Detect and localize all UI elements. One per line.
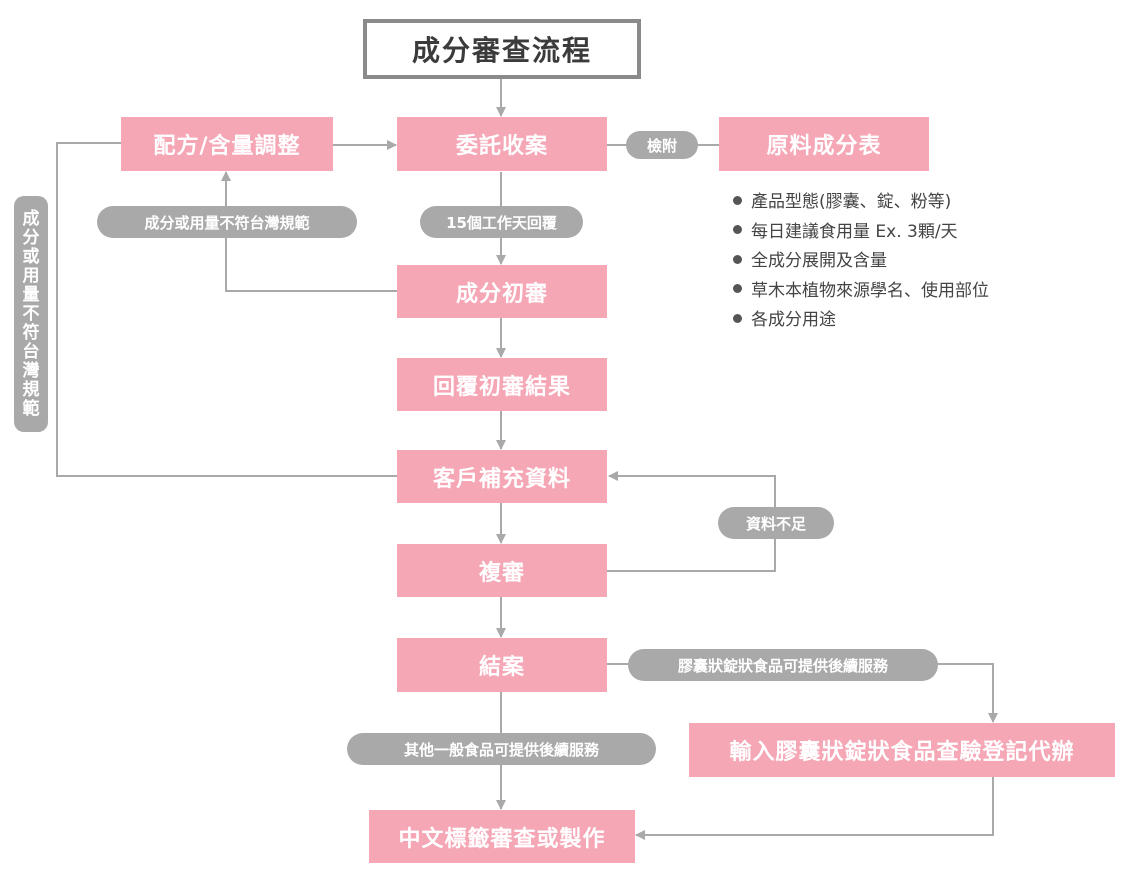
list-item: 每日建議食用量 Ex. 3顆/天	[733, 218, 989, 248]
label-side-not-compliant: 成 分 或 用 量 不 符 台 灣 規 範	[14, 196, 48, 432]
bullet-dot-icon	[733, 225, 742, 234]
bullet-dot-icon	[733, 195, 742, 205]
node-re-review: 複審	[397, 544, 607, 597]
bullet-dot-icon	[733, 313, 742, 323]
node-formula-adjust: 配方/含量調整	[121, 117, 333, 171]
node-close-case: 結案	[397, 638, 607, 692]
node-commission: 委託收案	[397, 117, 607, 171]
ingredient-requirements-list: 產品型態(膠囊、錠、粉等) 每日建議食用量 Ex. 3顆/天 全成分展開及含量 …	[733, 188, 989, 336]
node-initial-review: 成分初審	[397, 265, 607, 318]
node-chinese-label: 中文標籤審查或製作	[369, 810, 635, 863]
bullet-dot-icon	[733, 254, 742, 264]
node-customer-supplement: 客戶補充資料	[397, 450, 607, 503]
list-item: 產品型態(膠囊、錠、粉等)	[733, 188, 989, 218]
list-item: 各成分用途	[733, 306, 989, 336]
node-ingredient-table: 原料成分表	[719, 117, 929, 171]
label-not-compliant: 成分或用量不符台灣規範	[97, 206, 357, 238]
list-item: 草木本植物來源學名、使用部位	[733, 277, 989, 307]
label-insufficient-data: 資料不足	[718, 507, 834, 539]
list-item: 全成分展開及含量	[733, 247, 989, 277]
label-general-service: 其他一般食品可提供後續服務	[347, 733, 656, 765]
flowchart-title: 成分審查流程	[363, 19, 641, 79]
node-reply-result: 回覆初審結果	[397, 358, 607, 411]
label-attach: 檢附	[626, 131, 698, 159]
node-capsule-registration: 輸入膠囊狀錠狀食品查驗登記代辦	[689, 723, 1115, 777]
bullet-dot-icon	[733, 284, 742, 293]
label-capsule-service: 膠囊狀錠狀食品可提供後續服務	[628, 649, 938, 681]
label-reply-15-days: 15個工作天回覆	[420, 206, 583, 238]
